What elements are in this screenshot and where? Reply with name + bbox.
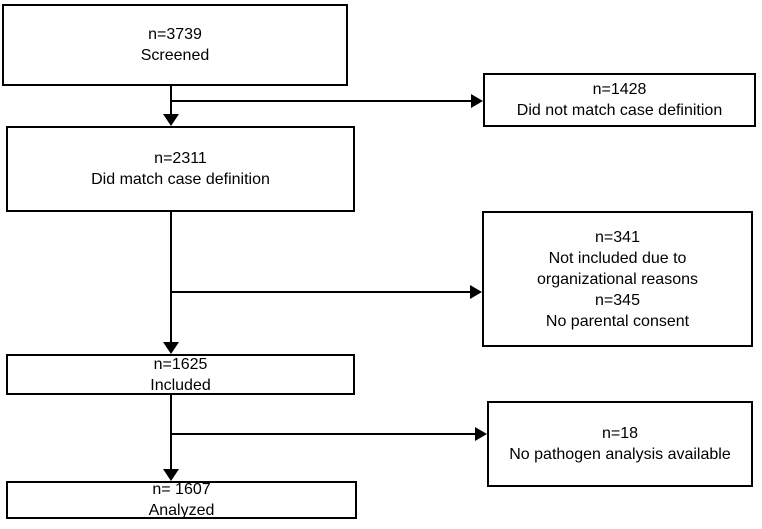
connector-branch-not-matched bbox=[171, 100, 471, 102]
count-text: n=3739 bbox=[148, 26, 202, 43]
count-text: n=1625 bbox=[153, 355, 208, 373]
label-text: Screened bbox=[140, 47, 210, 64]
arrowhead-right-into-not-matched bbox=[471, 94, 483, 108]
count-text: n=345 bbox=[595, 291, 640, 309]
connector-branch-no-pathogen bbox=[171, 433, 475, 435]
count-text: n=341 bbox=[595, 228, 640, 246]
count-text: n=2311 bbox=[154, 150, 207, 167]
count-text: n= 1607 bbox=[152, 481, 211, 498]
label-text: Not included due to bbox=[548, 249, 687, 267]
arrowhead-down-into-analyzed bbox=[163, 469, 179, 481]
flow-box-org-reasons: n=341 Not included due to organizational… bbox=[482, 211, 753, 347]
connector-matched-to-included bbox=[170, 212, 172, 344]
flow-box-included: n=1625 Included bbox=[6, 354, 355, 395]
label-text: organizational reasons bbox=[537, 270, 698, 288]
count-text: n=18 bbox=[601, 425, 639, 442]
label-text: Included bbox=[150, 376, 211, 394]
connector-branch-org-reasons bbox=[171, 291, 470, 293]
arrowhead-down-into-included bbox=[163, 342, 179, 354]
flow-box-analyzed: n= 1607 Analyzed bbox=[6, 481, 357, 519]
arrowhead-right-into-no-pathogen bbox=[475, 427, 487, 441]
label-text: No pathogen analysis available bbox=[509, 446, 731, 463]
flow-box-no-pathogen: n=18 No pathogen analysis available bbox=[487, 401, 753, 487]
label-text: Analyzed bbox=[148, 502, 215, 519]
flow-box-matched: n=2311 Did match case definition bbox=[6, 126, 355, 212]
label-text: No parental consent bbox=[545, 312, 690, 330]
label-text: Did match case definition bbox=[91, 171, 270, 188]
label-text: Did not match case definition bbox=[516, 102, 723, 119]
arrowhead-right-into-org-reasons bbox=[470, 285, 482, 299]
arrowhead-down-into-matched bbox=[163, 114, 179, 126]
flow-box-screened: n=3739 Screened bbox=[2, 4, 348, 86]
flow-box-not-matched: n=1428 Did not match case definition bbox=[483, 73, 756, 127]
count-text: n=1428 bbox=[592, 81, 647, 98]
